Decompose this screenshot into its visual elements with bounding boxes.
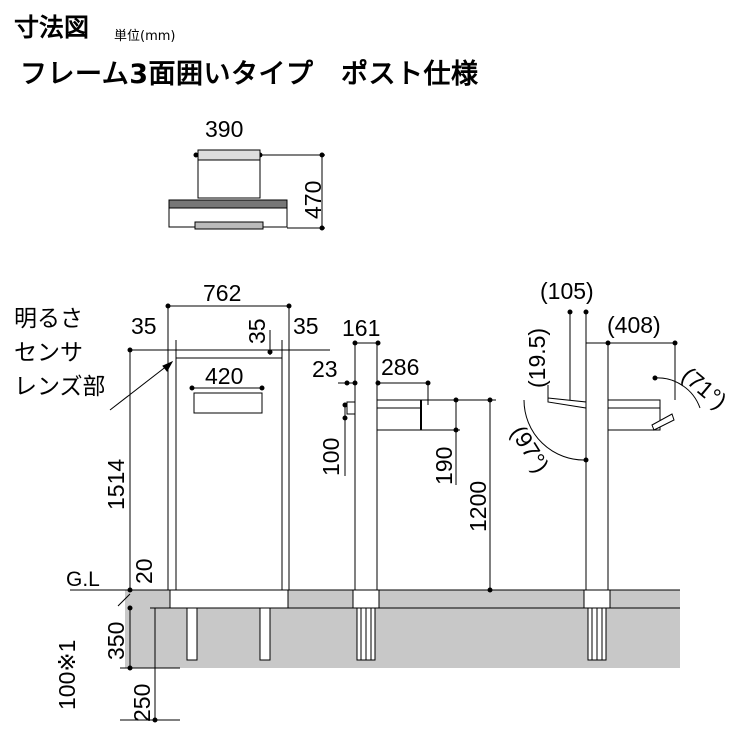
sensor-note-line3: レンズ部 bbox=[14, 374, 106, 400]
dim-slot-width: 420 bbox=[205, 363, 243, 389]
side-slot-flap bbox=[346, 401, 356, 415]
dim-open-lid-height: (19.5) bbox=[524, 328, 550, 388]
sensor-note-line1: 明るさ bbox=[14, 306, 83, 332]
sensor-note-line2: センサ bbox=[14, 340, 83, 366]
dim-slot-height: 100 bbox=[318, 438, 344, 476]
side-view-open bbox=[523, 309, 701, 661]
front-mail-slot bbox=[193, 392, 263, 414]
dim-right-offset: 35 bbox=[293, 313, 319, 339]
side-view bbox=[338, 340, 496, 661]
dim-post-width: 161 bbox=[342, 315, 380, 341]
top-view-body-shade bbox=[168, 199, 288, 209]
dim-open-top-width: (105) bbox=[540, 278, 594, 304]
arc-97 bbox=[523, 399, 587, 461]
dim-left-offset: 35 bbox=[131, 313, 157, 339]
sensor-leader bbox=[109, 361, 173, 411]
dim-lid-offset: 23 bbox=[312, 356, 338, 382]
top-view-post-cap bbox=[197, 149, 261, 161]
front-view bbox=[109, 303, 330, 723]
side-post-base bbox=[352, 589, 380, 609]
dim-bottom-depth: 250 bbox=[129, 684, 155, 722]
unit-label: 単位(mm) bbox=[114, 29, 176, 44]
leader-100 bbox=[117, 593, 131, 607]
dim-top-depth: 470 bbox=[300, 181, 326, 219]
arc-71 bbox=[654, 377, 701, 409]
side-mail-box bbox=[376, 399, 422, 431]
top-view-base bbox=[194, 221, 264, 230]
dim-dot bbox=[319, 152, 325, 158]
top-view bbox=[168, 149, 325, 231]
dim-front-height: 1514 bbox=[103, 459, 129, 510]
page-subtitle: フレーム3面囲いタイプ ポスト仕様 bbox=[20, 59, 479, 90]
side-post bbox=[354, 342, 378, 591]
dim-open-lid-width: (408) bbox=[607, 312, 661, 338]
dim-slot-level: 1200 bbox=[465, 481, 491, 532]
dim-inner-offset: 35 bbox=[244, 318, 270, 344]
open-back-lid bbox=[651, 413, 675, 431]
open-post bbox=[585, 342, 609, 591]
dim-box-height: 190 bbox=[431, 447, 457, 485]
ground-level-label: G.L bbox=[66, 568, 100, 591]
dim-gl-offset: 20 bbox=[131, 558, 157, 584]
page-title: 寸法図 bbox=[14, 13, 90, 42]
dim-dot bbox=[319, 225, 325, 231]
dim-box-depth: 286 bbox=[381, 354, 419, 380]
dim-angle-bottom: (97°) bbox=[506, 421, 555, 477]
dim-post-depth: 100※1 bbox=[54, 640, 80, 710]
dim-top-width: 390 bbox=[205, 116, 243, 142]
dim-angle-top: (71°) bbox=[677, 362, 732, 414]
open-front-lid bbox=[547, 397, 587, 409]
dim-dot bbox=[193, 152, 199, 158]
front-base bbox=[169, 589, 289, 609]
front-leg-left bbox=[186, 607, 198, 661]
open-mail-box bbox=[607, 399, 661, 431]
open-post-base bbox=[583, 589, 611, 609]
dim-foundation-depth: 350 bbox=[103, 622, 129, 660]
dim-front-width: 762 bbox=[203, 280, 241, 306]
front-leg-right bbox=[259, 607, 271, 661]
